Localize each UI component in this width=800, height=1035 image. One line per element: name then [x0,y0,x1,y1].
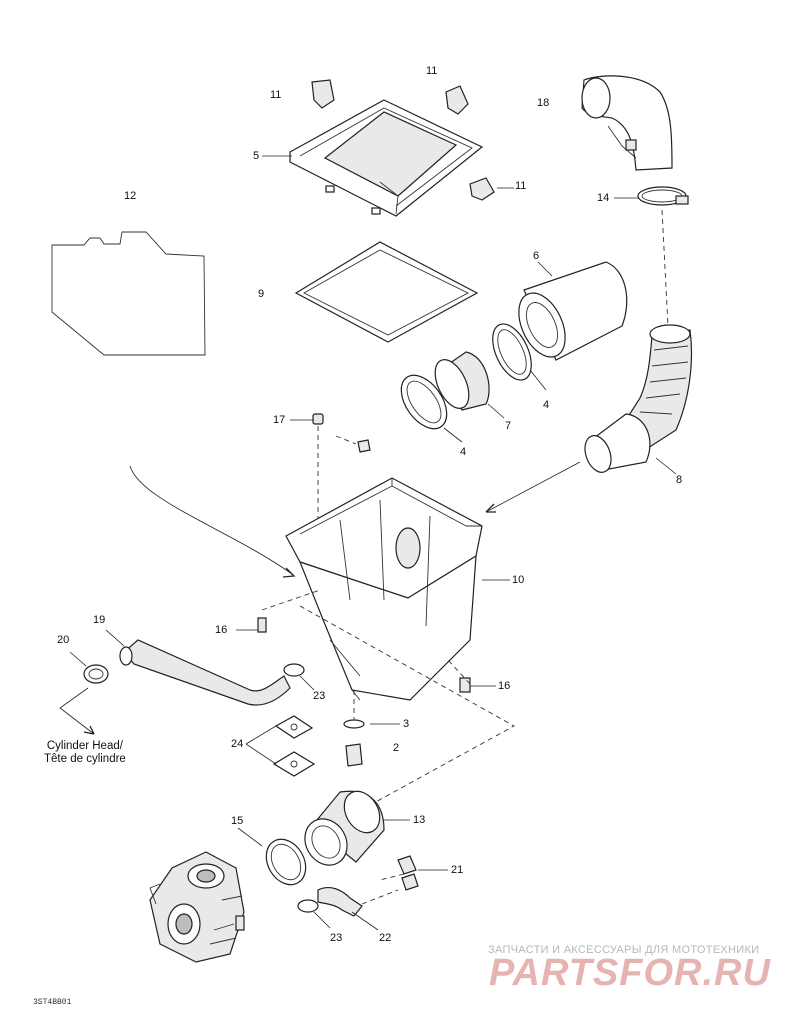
carburetor [149,851,245,963]
part-11-clips [311,79,495,201]
callout-22: 22 [379,932,392,944]
callout-11: 11 [515,180,527,192]
callout-8: 8 [676,474,683,486]
part-6-filter [518,261,628,361]
part-23-clamps [283,663,319,913]
part-16-screws [257,589,471,693]
part-9-gasket [294,241,479,343]
cylinder-head-note-line2: Tête de cylindre [44,753,126,765]
callout-23: 23 [330,932,343,944]
callout-2: 2 [393,742,400,754]
cylinder-head-note-line1: Cylinder Head/ [46,740,123,752]
callout-5: 5 [253,150,260,162]
callout-23: 23 [313,690,326,702]
part-20-clamp [83,664,109,684]
callout-16: 16 [498,680,511,692]
part-10-airbox [285,477,483,701]
callout-11: 11 [426,65,438,77]
watermark-logo: PARTSFOR.RU [489,952,771,994]
part-12-outline [51,231,206,356]
part-2-drain [343,690,365,767]
callout-12: 12 [124,190,137,202]
callout-21: 21 [451,864,464,876]
cylinder-head-note: Cylinder Head/ Tête de cylindre [44,740,126,766]
part-8-flex-duct [584,324,693,473]
callout-6: 6 [533,250,540,262]
part-4-clamps [400,323,532,430]
callout-16: 16 [215,624,228,636]
callout-4: 4 [543,399,550,411]
callout-18: 18 [537,97,550,109]
watermark-tagline: ЗАПЧАСТИ И АКСЕССУАРЫ ДЛЯ МОТОТЕХНИКИ [488,944,760,956]
drawing-code: 3ST4BB01 [33,998,72,1007]
part-7-adapter [434,351,490,411]
callout-19: 19 [93,614,106,626]
callout-13: 13 [413,814,426,826]
part-19-hose [119,639,291,706]
callout-15: 15 [231,815,244,827]
callout-24: 24 [231,738,244,750]
callout-leaders [69,155,677,931]
callout-10: 10 [512,574,525,586]
part-14-clamp [637,186,689,206]
part-22-hose [317,886,399,917]
part-21-fitting [379,855,419,891]
part-24-pads [272,715,316,777]
callout-14: 14 [597,192,610,204]
callout-3: 3 [403,718,410,730]
callout-11: 11 [270,89,282,101]
part-18-intake-duct [581,75,673,171]
part-15-clamp [265,838,307,886]
part-13-boot [304,790,385,866]
callout-7: 7 [505,420,512,432]
part-17-grommets [312,413,371,600]
callout-17: 17 [273,414,286,426]
callout-4: 4 [460,446,467,458]
part-5-airbox-cover [289,99,484,217]
callout-9: 9 [258,288,265,300]
callout-20: 20 [57,634,70,646]
